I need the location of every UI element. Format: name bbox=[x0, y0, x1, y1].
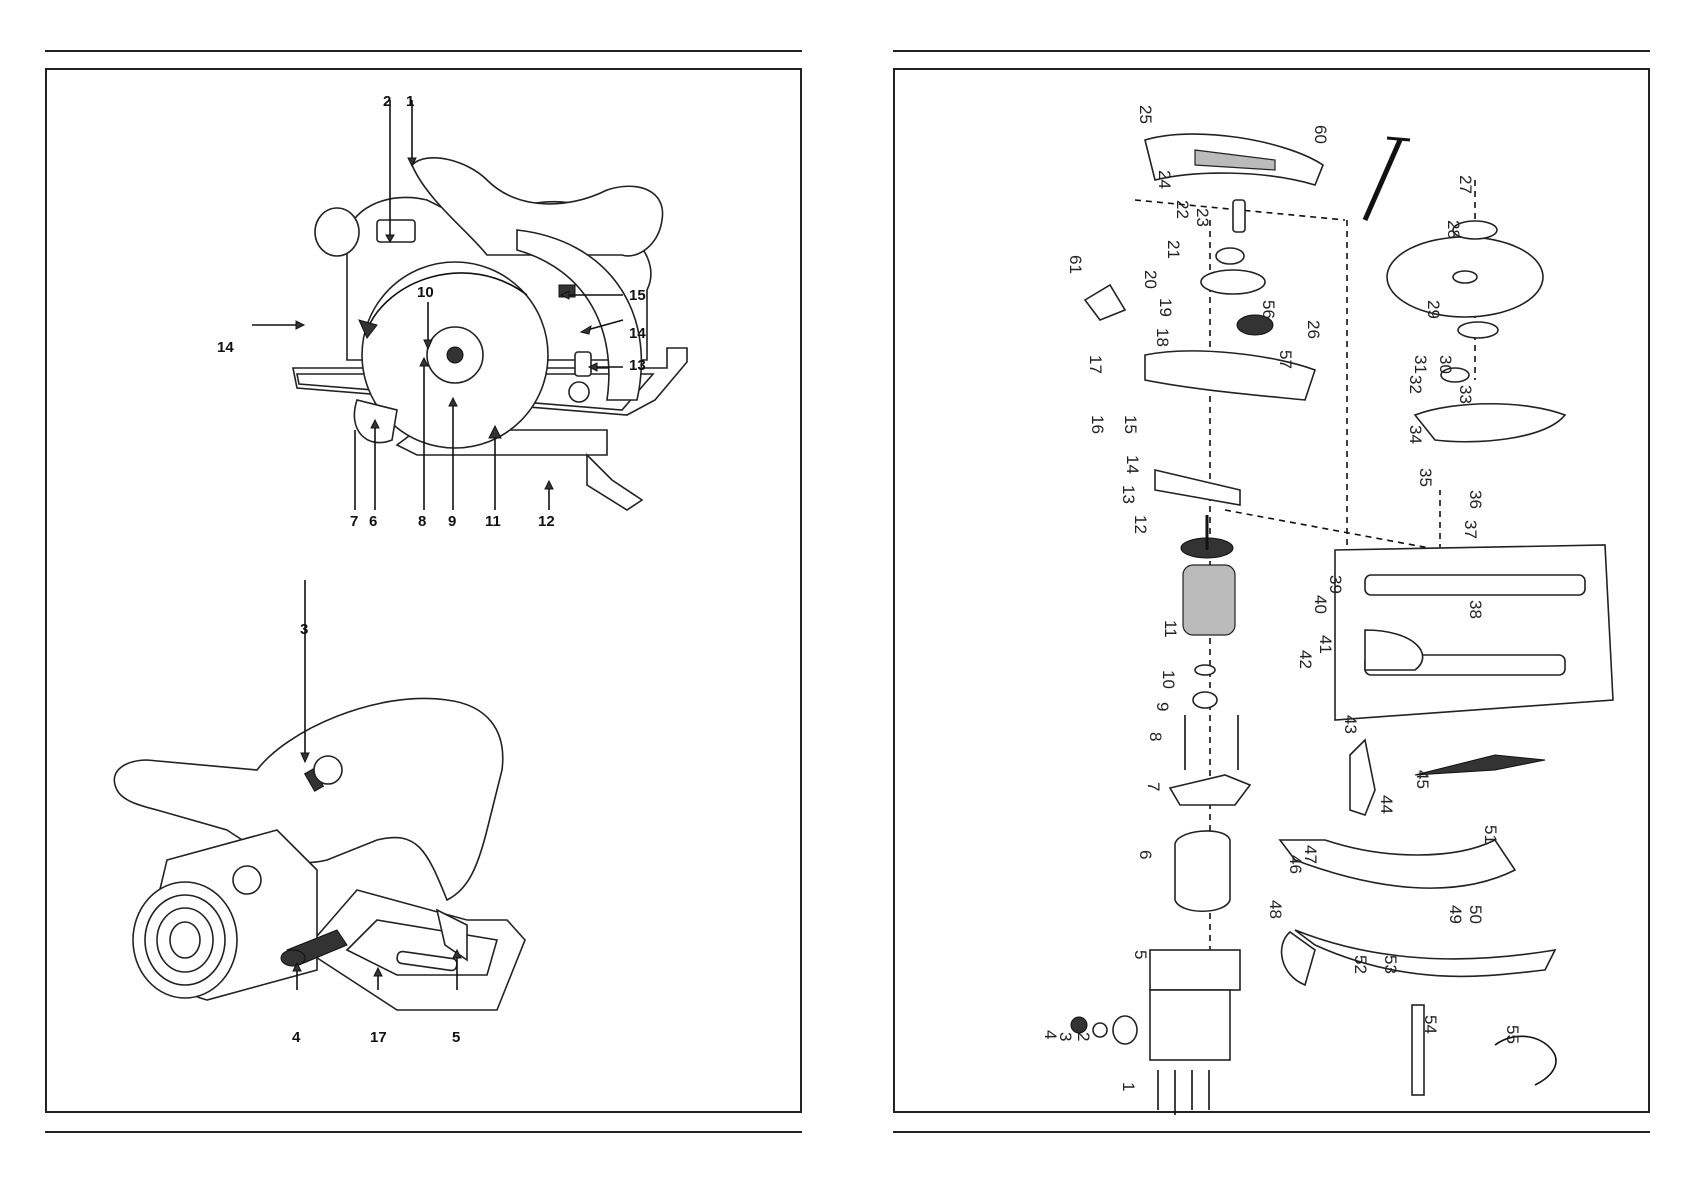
callout-8: 8 bbox=[418, 513, 426, 530]
part-number-20: 20 bbox=[1141, 270, 1160, 289]
part-number-53: 53 bbox=[1381, 955, 1400, 974]
part-number-17: 17 bbox=[1086, 355, 1105, 374]
part-number-38: 38 bbox=[1466, 600, 1485, 619]
part-number-2: 2 bbox=[1074, 1032, 1093, 1041]
part-number-52: 52 bbox=[1351, 955, 1370, 974]
callout-6: 6 bbox=[369, 513, 377, 530]
part-number-15: 15 bbox=[1121, 415, 1140, 434]
part-number-39: 39 bbox=[1326, 575, 1345, 594]
part-number-27: 27 bbox=[1456, 175, 1475, 194]
part-number-43: 43 bbox=[1341, 715, 1360, 734]
part-number-48: 48 bbox=[1266, 900, 1285, 919]
callout-12: 12 bbox=[538, 513, 555, 530]
part-number-40: 40 bbox=[1311, 595, 1330, 614]
top-rule-right bbox=[893, 50, 1650, 52]
callout-14-left: 14 bbox=[217, 339, 234, 356]
part-number-50: 50 bbox=[1466, 905, 1485, 924]
part-number-49: 49 bbox=[1446, 905, 1465, 924]
part-number-16: 16 bbox=[1088, 415, 1107, 434]
top-rule-left bbox=[45, 50, 802, 52]
callout-13: 13 bbox=[629, 357, 646, 374]
callout-5: 5 bbox=[452, 1029, 460, 1046]
left-panel: 2 1 15 14 14 10 13 7 6 8 9 11 12 bbox=[45, 68, 802, 1113]
part-number-19: 19 bbox=[1156, 298, 1175, 317]
part-number-23: 23 bbox=[1193, 208, 1212, 227]
part-number-29: 29 bbox=[1424, 300, 1443, 319]
part-number-14: 14 bbox=[1123, 455, 1142, 474]
part-number-7: 7 bbox=[1144, 782, 1163, 791]
part-number-5: 5 bbox=[1131, 950, 1150, 959]
callout-14-right: 14 bbox=[629, 325, 646, 342]
saw-rear-illustration bbox=[114, 580, 525, 1010]
part-number-30: 30 bbox=[1436, 355, 1455, 374]
part-number-24: 24 bbox=[1155, 170, 1174, 189]
part-number-10: 10 bbox=[1159, 670, 1178, 689]
part-number-41: 41 bbox=[1316, 635, 1335, 654]
callout-2: 2 bbox=[383, 93, 391, 110]
saw-front-illustration bbox=[252, 100, 687, 510]
part-number-56: 56 bbox=[1259, 300, 1278, 319]
part-number-51: 51 bbox=[1481, 825, 1500, 844]
part-number-42: 42 bbox=[1296, 650, 1315, 669]
part-number-21: 21 bbox=[1164, 240, 1183, 259]
part-number-31: 31 bbox=[1411, 355, 1430, 374]
callout-15: 15 bbox=[629, 287, 646, 304]
callout-10: 10 bbox=[417, 284, 434, 301]
part-number-6: 6 bbox=[1136, 850, 1155, 859]
part-number-26: 26 bbox=[1304, 320, 1323, 339]
bottom-rule-right bbox=[893, 1131, 1650, 1133]
part-number-25: 25 bbox=[1136, 105, 1155, 124]
callout-7: 7 bbox=[350, 513, 358, 530]
part-number-36: 36 bbox=[1466, 490, 1485, 509]
part-number-34: 34 bbox=[1406, 425, 1425, 444]
callout-11: 11 bbox=[485, 513, 501, 530]
part-number-37: 37 bbox=[1461, 520, 1480, 539]
part-number-61: 61 bbox=[1066, 255, 1085, 274]
part-number-55: 55 bbox=[1503, 1025, 1522, 1044]
callout-1: 1 bbox=[406, 93, 414, 110]
part-number-18: 18 bbox=[1153, 328, 1172, 347]
part-number-32: 32 bbox=[1406, 375, 1425, 394]
part-number-11: 11 bbox=[1161, 620, 1180, 638]
callout-3: 3 bbox=[300, 621, 308, 638]
part-number-9: 9 bbox=[1153, 702, 1172, 711]
bottom-rule-left bbox=[45, 1131, 802, 1133]
callout-4: 4 bbox=[292, 1029, 301, 1046]
part-number-54: 54 bbox=[1421, 1015, 1440, 1034]
part-number-57: 57 bbox=[1276, 350, 1295, 369]
part-number-22: 22 bbox=[1173, 200, 1192, 219]
part-number-60: 60 bbox=[1311, 125, 1330, 144]
part-number-12: 12 bbox=[1131, 515, 1150, 534]
part-number-47: 47 bbox=[1301, 845, 1320, 864]
part-number-8: 8 bbox=[1146, 732, 1165, 741]
part-number-13: 13 bbox=[1119, 485, 1138, 504]
callout-17: 17 bbox=[370, 1029, 387, 1046]
part-number-33: 33 bbox=[1456, 385, 1475, 404]
part-number-44: 44 bbox=[1377, 795, 1396, 814]
part-number-28: 28 bbox=[1444, 220, 1463, 239]
part-number-1: 1 bbox=[1119, 1082, 1138, 1091]
part-number-45: 45 bbox=[1413, 770, 1432, 789]
part-number-35: 35 bbox=[1416, 468, 1435, 487]
part-number-4: 4 bbox=[1041, 1030, 1060, 1039]
saw-illustrations: 2 1 15 14 14 10 13 7 6 8 9 11 12 bbox=[47, 70, 804, 1115]
callout-9: 9 bbox=[448, 513, 456, 530]
